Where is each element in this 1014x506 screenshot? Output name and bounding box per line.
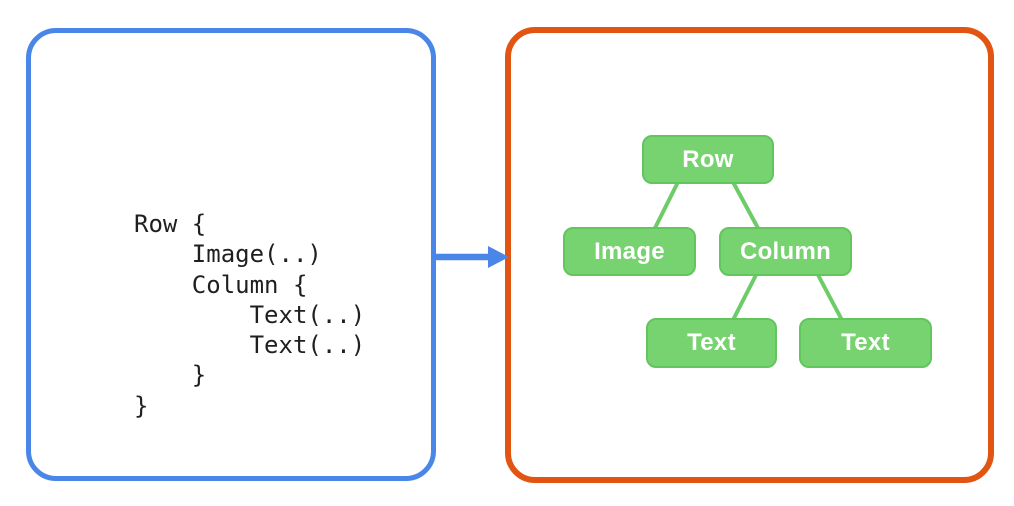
code-line: Text(..) — [134, 300, 366, 329]
code-line: Image(..) — [134, 240, 322, 269]
tree-node-label: Column — [739, 237, 832, 265]
tree-node-text-1: Text — [646, 318, 777, 368]
tree-node-label: Row — [682, 145, 734, 173]
code-line: } — [134, 361, 207, 390]
tree-node-label: Image — [594, 237, 665, 265]
tree-node-image: Image — [563, 227, 696, 276]
tree-node-row: Row — [642, 135, 774, 184]
code-block: Row { Image(..) Column { Text(..) Text(.… — [134, 209, 365, 421]
code-line: } — [134, 391, 149, 420]
tree-node-label: Text — [841, 329, 890, 356]
tree-node-label: Text — [687, 329, 736, 356]
right-arrow-icon — [434, 246, 509, 268]
code-line: Column { — [134, 270, 308, 299]
code-line: Text(..) — [134, 331, 366, 360]
tree-node-column: Column — [719, 227, 852, 276]
code-line: Row { — [134, 210, 207, 238]
tree-node-text-2: Text — [799, 318, 932, 368]
code-panel: Row { Image(..) Column { Text(..) Text(.… — [26, 28, 436, 481]
